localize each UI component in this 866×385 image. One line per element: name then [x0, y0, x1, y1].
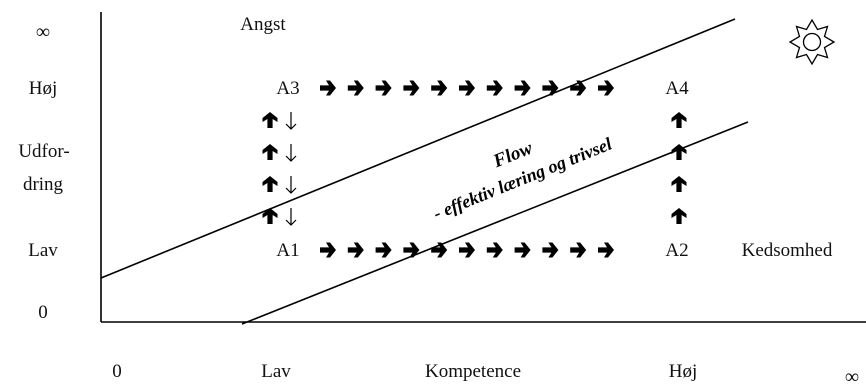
bold-arrow-up-icon	[671, 176, 687, 192]
a1-to-a3-arrow-column	[262, 111, 297, 226]
x-axis-title: Kompetence	[425, 361, 521, 382]
boredom-zone-label: Kedsomhed	[742, 240, 833, 261]
x-axis-infinity: ∞	[845, 366, 859, 385]
bold-arrow-right-icon	[570, 242, 587, 258]
a3-to-a4-arrow-row	[320, 80, 614, 96]
upper-flow-boundary	[100, 18, 736, 279]
bold-arrow-right-icon	[431, 242, 448, 258]
y-axis-high-label: Høj	[29, 78, 58, 99]
bold-arrow-right-icon	[486, 242, 503, 258]
point-a2: A2	[665, 240, 688, 261]
bold-arrow-right-icon	[375, 80, 392, 96]
anxiety-zone-label: Angst	[240, 14, 286, 35]
sun-icon	[788, 18, 836, 66]
bold-arrow-right-icon	[542, 242, 559, 258]
bold-arrow-right-icon	[570, 80, 587, 96]
a2-to-a4-arrow-column	[671, 112, 687, 224]
bold-arrow-right-icon	[403, 80, 420, 96]
bold-arrow-right-icon	[598, 242, 614, 258]
thin-arrow-down-icon	[285, 111, 297, 130]
bold-arrow-right-icon	[598, 80, 614, 96]
y-axis-zero: 0	[38, 302, 48, 323]
bold-arrow-up-icon	[671, 112, 687, 128]
y-axis-low-label: Lav	[28, 240, 58, 261]
bold-arrow-right-icon	[514, 242, 531, 258]
bold-arrow-up-icon	[262, 144, 278, 160]
bold-arrow-right-icon	[486, 80, 503, 96]
point-a3: A3	[276, 78, 299, 99]
y-axis-infinity: ∞	[36, 21, 50, 43]
bold-arrow-right-icon	[347, 80, 364, 96]
bold-arrow-right-icon	[514, 80, 531, 96]
bold-arrow-right-icon	[459, 80, 475, 96]
flow-zone-label: Flow - effektiv læring og trivsel	[430, 134, 614, 224]
lower-flow-boundary	[241, 121, 749, 325]
bold-arrow-right-icon	[431, 80, 448, 96]
bold-arrow-right-icon	[320, 242, 336, 258]
bold-arrow-right-icon	[542, 80, 559, 96]
thin-arrow-down-icon	[285, 207, 297, 226]
bold-arrow-up-icon	[262, 176, 278, 192]
bold-arrow-up-icon	[671, 144, 687, 160]
bold-arrow-right-icon	[320, 80, 336, 96]
thin-arrow-down-icon	[285, 175, 297, 194]
bold-arrow-right-icon	[459, 242, 475, 258]
y-axis-title-line1: Udfor-	[18, 141, 69, 162]
x-axis-high-label: Høj	[669, 361, 698, 382]
bold-arrow-right-icon	[403, 242, 420, 258]
x-axis-zero: 0	[112, 361, 122, 382]
thin-arrow-down-icon	[285, 143, 297, 162]
bold-arrow-up-icon	[671, 208, 687, 224]
a1-to-a2-arrow-row	[320, 242, 614, 258]
bold-arrow-up-icon	[262, 112, 278, 128]
y-axis-title-line2: dring	[23, 174, 64, 195]
point-a1: A1	[276, 240, 299, 261]
bold-arrow-right-icon	[375, 242, 392, 258]
point-a4: A4	[665, 78, 689, 99]
bold-arrow-right-icon	[347, 242, 364, 258]
x-axis-low-label: Lav	[261, 361, 291, 382]
